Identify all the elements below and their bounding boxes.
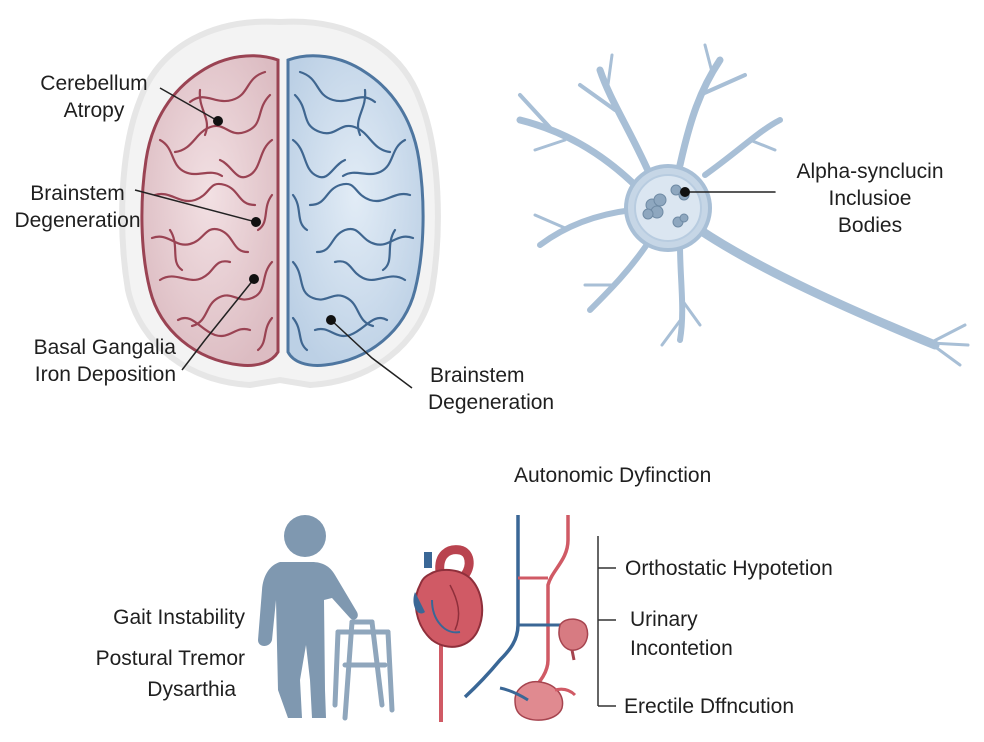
cerebellum-dot — [213, 116, 223, 126]
basal-ganglia-label-line2: Iron Deposition — [34, 363, 176, 386]
cerebellum-label-line2: Atropy — [63, 99, 125, 122]
heart-shade — [431, 599, 461, 634]
orthostatic-hypotension-label: Orthostatic Hypotetion — [625, 557, 833, 580]
reproductive-organ — [514, 680, 564, 721]
bladder-outlet — [570, 649, 576, 661]
cerebellum-label: Cerebellum Atropy — [30, 70, 158, 124]
neuron-dot — [680, 187, 690, 197]
basal-leader — [181, 278, 255, 371]
brainstem-left-leader — [134, 189, 257, 223]
alpha-synuclein-label-line1: Alpha-synclucin — [796, 160, 944, 183]
brainstem-right-leader — [330, 319, 413, 389]
artery-lower — [554, 687, 577, 697]
dysarthria-label: Dysarthia — [147, 678, 236, 701]
right-gyri — [291, 70, 415, 352]
brainstem-right-dot — [326, 315, 336, 325]
walker — [332, 619, 395, 721]
erectile-dysfunction-label: Erectile Dffncution — [624, 695, 795, 718]
cerebellum-label-line1: Cerebellum — [40, 72, 148, 95]
heart — [414, 568, 484, 648]
brain-illustration — [119, 18, 441, 389]
brainstem-left-dot — [251, 217, 261, 227]
neuron-nucleus — [634, 174, 702, 242]
person-with-walker — [258, 515, 395, 721]
dendrites — [516, 43, 783, 347]
alpha-synuclein-label-line2: Inclusioe — [828, 187, 912, 210]
left-gyri — [150, 70, 274, 352]
inclusion-bodies — [642, 184, 690, 228]
bladder — [558, 618, 589, 651]
brainstem-left-label: Brainstem Degeneration — [10, 180, 145, 234]
autonomic-bracket — [597, 536, 616, 707]
alpha-synuclein-label-line3: Bodies — [837, 214, 903, 237]
cerebellum-leader — [159, 87, 219, 122]
alpha-synuclein-label: Alpha-synclucin Inclusioe Bodies — [770, 158, 970, 239]
brainstem-right-label-line1: Brainstem — [430, 364, 525, 387]
neuron-illustration — [516, 43, 970, 367]
person-body — [258, 562, 358, 718]
autonomic-title: Autonomic Dyfinction — [514, 464, 712, 487]
vein-lower — [499, 686, 529, 702]
brainstem-left-label-line1: Brainstem — [30, 182, 125, 205]
brainstem-left-label-line2: Degeneration — [14, 209, 141, 232]
vein-vessel — [463, 515, 520, 699]
heart-aorta — [435, 545, 474, 578]
axon-terminals — [928, 323, 970, 367]
person-head — [284, 515, 326, 557]
basal-dot — [249, 274, 259, 284]
basal-ganglia-label: Basal Gangalia Iron Deposition — [10, 334, 176, 388]
heart-blue-vessel — [413, 592, 425, 614]
heart-and-vessels — [413, 515, 616, 722]
heart-vessel-detail — [449, 584, 460, 631]
postural-tremor-label: Postural Tremor — [95, 647, 245, 670]
brainstem-right-label-line2: Degeneration — [428, 391, 555, 414]
incontinence-label: Incontetion — [630, 637, 733, 660]
artery-vessel — [530, 515, 570, 692]
brainstem-right-label: Brainstem Degeneration — [428, 362, 554, 416]
basal-ganglia-label-line1: Basal Gangalia — [33, 336, 176, 359]
gait-instability-label: Gait Instability — [113, 606, 245, 629]
axon — [695, 225, 940, 350]
urinary-label: Urinary — [630, 608, 698, 631]
